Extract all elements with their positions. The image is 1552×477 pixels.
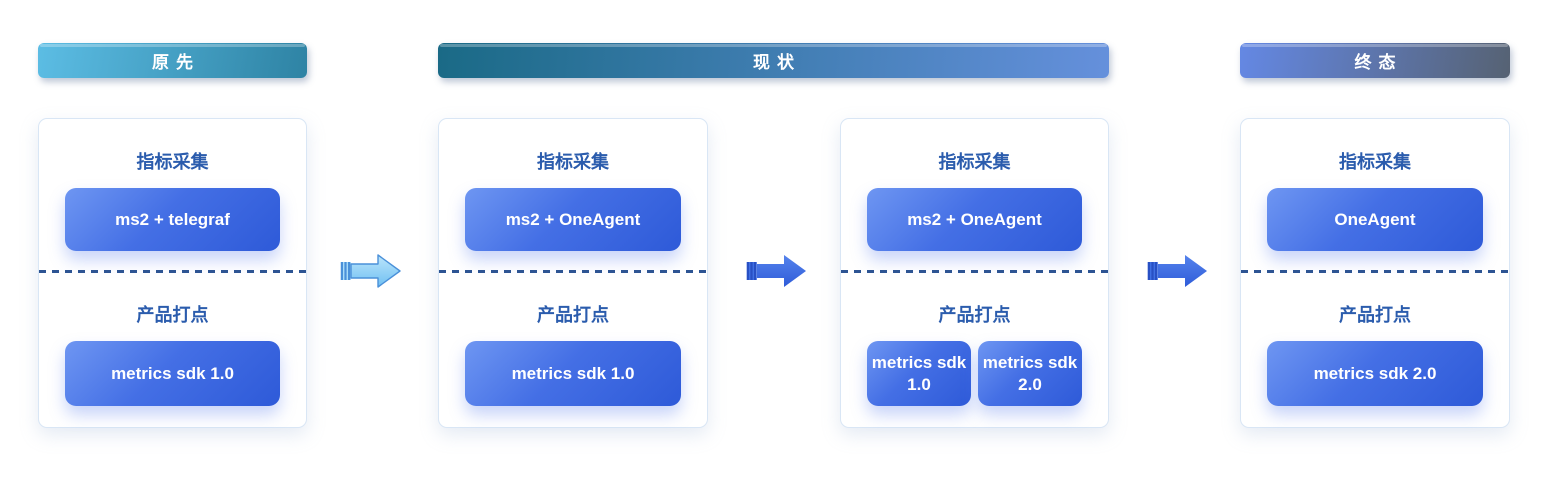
metric-node-row: ms2 + telegraf bbox=[65, 188, 280, 251]
dashed-divider bbox=[1241, 270, 1509, 273]
tracking-section-heading: 产品打点 bbox=[1339, 305, 1411, 325]
stage-banner-current: 现状 bbox=[438, 43, 1109, 78]
tracking-node: metrics sdk 2.0 bbox=[978, 341, 1082, 406]
metric-node-row: ms2 + OneAgent bbox=[465, 188, 681, 251]
stage-banner-final-label: 终态 bbox=[1354, 53, 1403, 72]
metric-node: ms2 + OneAgent bbox=[465, 188, 681, 251]
stage-banner-original: 原先 bbox=[38, 43, 307, 78]
stage-card-current-b: 指标采集 ms2 + OneAgent 产品打点 metrics sdk 1.0… bbox=[840, 118, 1109, 428]
stage-banner-original-label: 原先 bbox=[152, 53, 200, 72]
tracking-node: metrics sdk 2.0 bbox=[1267, 341, 1483, 406]
stage-banner-current-label: 现状 bbox=[753, 53, 801, 72]
dashed-divider bbox=[39, 270, 306, 273]
tracking-node-row: metrics sdk 1.0 metrics sdk 2.0 bbox=[867, 341, 1082, 406]
tracking-section-heading: 产品打点 bbox=[136, 305, 209, 325]
flow-arrow-icon bbox=[746, 255, 806, 287]
stage-card-original: 指标采集 ms2 + telegraf 产品打点 metrics sdk 1.0 bbox=[38, 118, 307, 428]
tracking-node-row: metrics sdk 2.0 bbox=[1267, 341, 1483, 406]
tracking-section-heading: 产品打点 bbox=[537, 305, 609, 325]
metric-node-row: OneAgent bbox=[1267, 188, 1483, 251]
metric-node: ms2 + telegraf bbox=[65, 188, 280, 251]
flow-arrow-icon bbox=[1147, 255, 1207, 287]
metric-section-heading: 指标采集 bbox=[1339, 152, 1411, 172]
dashed-divider bbox=[841, 270, 1108, 273]
metric-section-heading: 指标采集 bbox=[136, 152, 209, 172]
stage-card-final: 指标采集 OneAgent 产品打点 metrics sdk 2.0 bbox=[1240, 118, 1510, 428]
metric-node-row: ms2 + OneAgent bbox=[867, 188, 1082, 251]
flow-arrow-icon bbox=[340, 254, 401, 288]
stage-card-current-a: 指标采集 ms2 + OneAgent 产品打点 metrics sdk 1.0 bbox=[438, 118, 708, 428]
tracking-node: metrics sdk 1.0 bbox=[867, 341, 971, 406]
tracking-node: metrics sdk 1.0 bbox=[465, 341, 681, 406]
metric-section-heading: 指标采集 bbox=[938, 152, 1011, 172]
tracking-section-heading: 产品打点 bbox=[938, 305, 1011, 325]
tracking-node-row: metrics sdk 1.0 bbox=[65, 341, 280, 406]
stage-banner-final: 终态 bbox=[1240, 43, 1510, 78]
tracking-node: metrics sdk 1.0 bbox=[65, 341, 280, 406]
metric-node: ms2 + OneAgent bbox=[867, 188, 1082, 251]
metric-section-heading: 指标采集 bbox=[537, 152, 609, 172]
dashed-divider bbox=[439, 270, 707, 273]
tracking-node-row: metrics sdk 1.0 bbox=[465, 341, 681, 406]
metric-node: OneAgent bbox=[1267, 188, 1483, 251]
